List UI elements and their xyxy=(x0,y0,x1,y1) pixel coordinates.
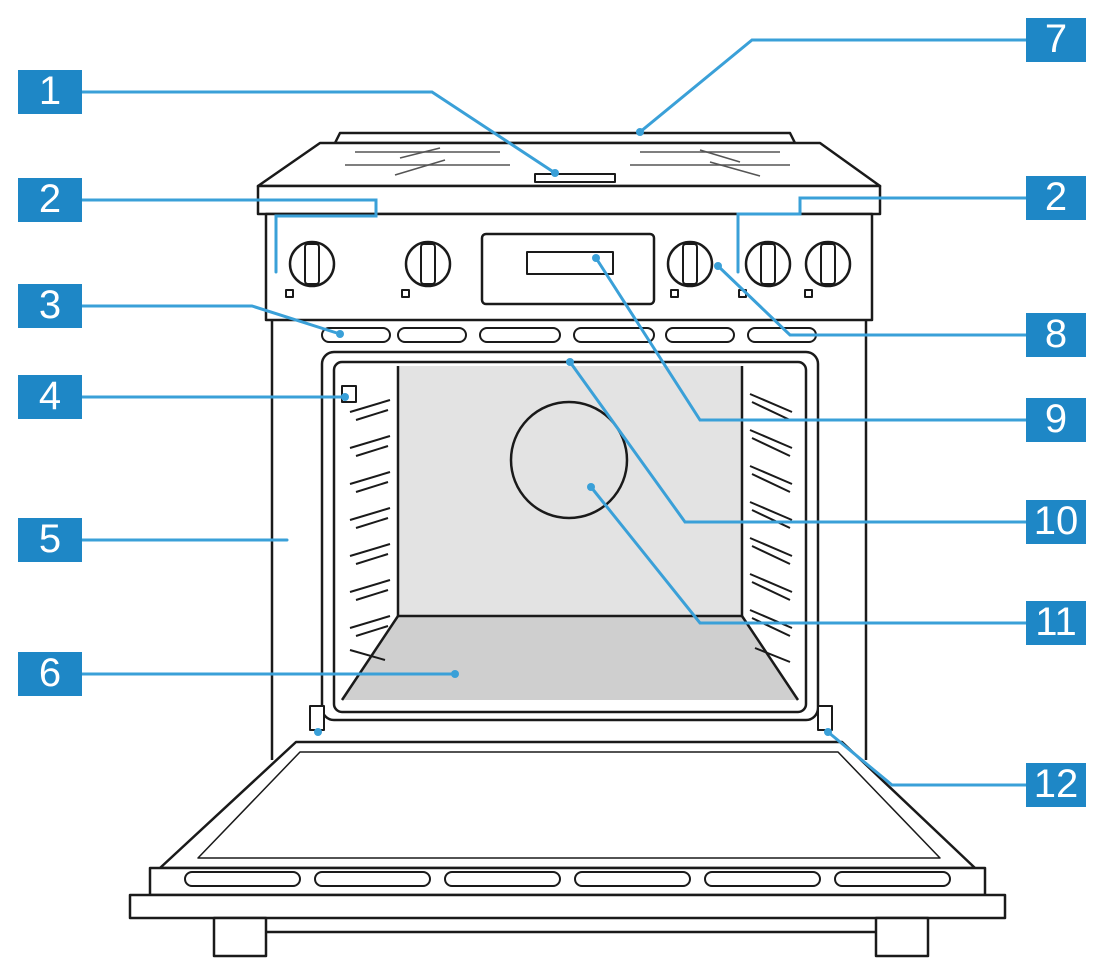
callout-1: 1 xyxy=(18,70,82,114)
leader-7 xyxy=(638,38,1028,134)
oven-cavity xyxy=(320,350,820,722)
callout-number: 1 xyxy=(38,69,62,113)
leader-10 xyxy=(568,360,1028,524)
leader-8 xyxy=(716,264,1028,337)
leader-2-left xyxy=(80,198,378,274)
cooling-vents xyxy=(321,327,817,343)
callout-number: 12 xyxy=(1033,762,1079,806)
callout-2-right: 2 xyxy=(1026,176,1086,220)
callout-4: 4 xyxy=(18,375,82,419)
foot-right xyxy=(874,916,930,958)
foot-left xyxy=(212,916,268,958)
callout-number: 3 xyxy=(38,283,62,327)
leader-2-right xyxy=(736,196,1028,274)
callout-12: 12 xyxy=(1026,763,1086,807)
callout-number: 2 xyxy=(1044,175,1068,219)
leader-3 xyxy=(80,304,342,336)
cooktop xyxy=(256,131,882,216)
callout-6: 6 xyxy=(18,652,82,696)
callout-number: 7 xyxy=(1044,17,1068,61)
callout-number: 5 xyxy=(38,517,62,561)
leader-9 xyxy=(594,256,1028,422)
door-hinge-left xyxy=(309,705,325,731)
callout-number: 2 xyxy=(38,177,62,221)
leader-12 xyxy=(826,730,1028,787)
callout-number: 8 xyxy=(1044,312,1068,356)
leader-11 xyxy=(589,485,1028,625)
callout-3: 3 xyxy=(18,284,82,328)
rack-supports-left xyxy=(349,399,391,661)
leader-1 xyxy=(80,90,557,175)
callout-2-left: 2 xyxy=(18,178,82,222)
callout-number: 9 xyxy=(1044,397,1068,441)
convection-fan-cover xyxy=(509,400,629,520)
oven-door-open xyxy=(128,740,1007,920)
callout-10: 10 xyxy=(1026,500,1086,544)
control-knobs xyxy=(285,240,852,298)
callout-8: 8 xyxy=(1026,313,1086,357)
callout-9: 9 xyxy=(1026,398,1086,442)
callout-number: 11 xyxy=(1035,600,1077,644)
callout-11: 11 xyxy=(1026,601,1086,645)
door-hinge-right xyxy=(817,705,833,731)
callout-number: 10 xyxy=(1033,499,1079,543)
callout-number: 4 xyxy=(38,374,62,418)
rack-supports-right xyxy=(749,393,793,663)
callout-7: 7 xyxy=(1026,18,1086,62)
callout-number: 6 xyxy=(38,651,62,695)
callout-5: 5 xyxy=(18,518,82,562)
